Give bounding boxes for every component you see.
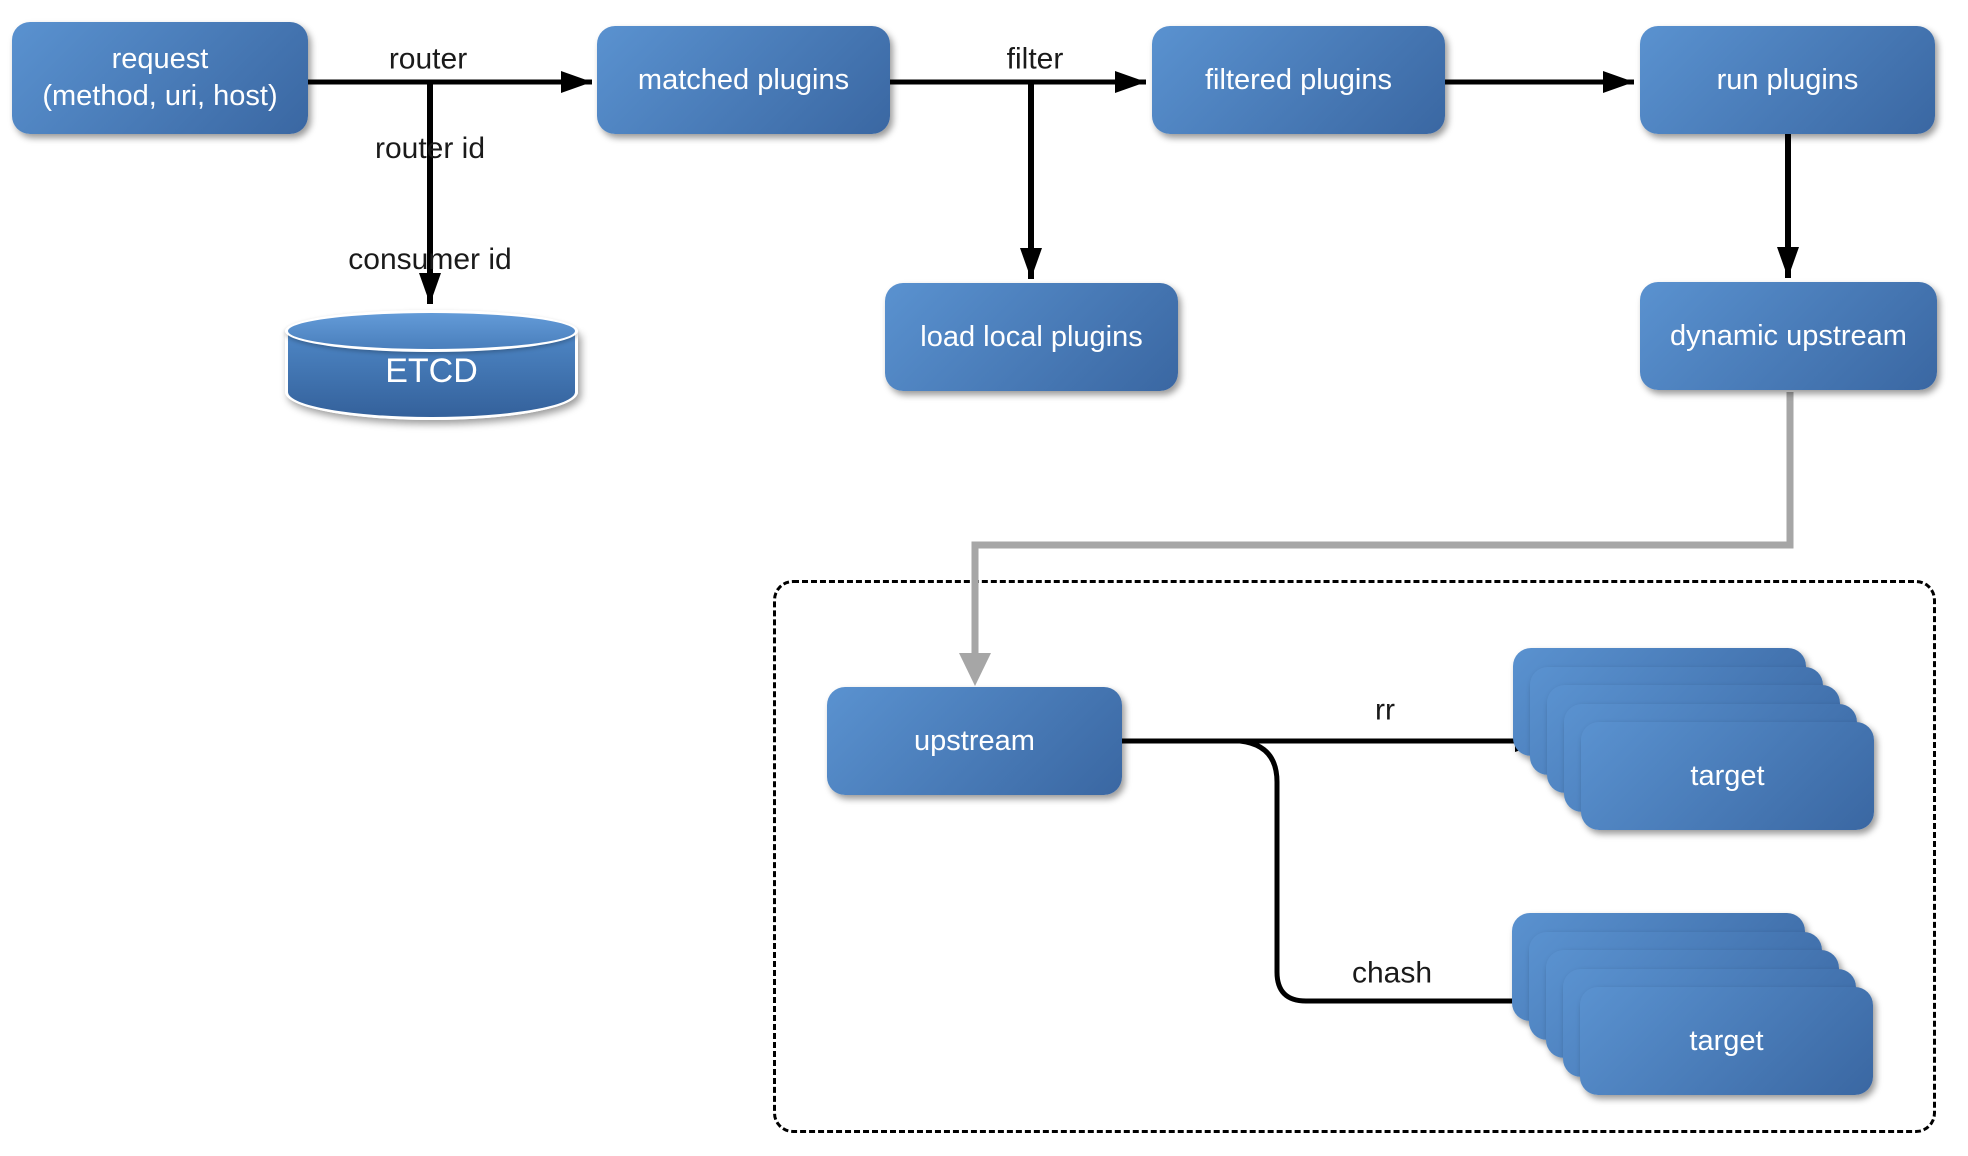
node-filtered-plugins: filtered plugins — [1152, 26, 1445, 134]
node-etcd: ETCD — [285, 310, 578, 420]
node-filtered-plugins-label: filtered plugins — [1205, 63, 1392, 96]
node-request-line1: request — [111, 43, 209, 75]
node-etcd-label: ETCD — [385, 352, 478, 390]
node-load-local-plugins-label: load local plugins — [920, 320, 1143, 353]
edge-label-chash: chash — [1351, 956, 1433, 990]
edge-label-router-id: router id consumer id — [348, 56, 511, 352]
edge-label-router: router — [388, 42, 468, 76]
target-label: target — [1689, 1024, 1764, 1057]
node-dynamic-upstream: dynamic upstream — [1640, 282, 1937, 390]
node-run-plugins: run plugins — [1640, 26, 1935, 134]
edge-label-rr: rr — [1375, 693, 1395, 727]
node-run-plugins-label: run plugins — [1716, 63, 1859, 96]
etcd-cylinder-top — [285, 310, 578, 352]
target-label: target — [1690, 759, 1765, 792]
node-upstream-label: upstream — [914, 724, 1035, 757]
node-dynamic-upstream-label: dynamic upstream — [1670, 319, 1907, 352]
node-load-local-plugins: load local plugins — [885, 283, 1178, 391]
node-upstream: upstream — [827, 687, 1122, 795]
edge-label-router-id-line1: router id — [374, 132, 486, 165]
target-stack-chash: target — [1512, 913, 1873, 1095]
target-card-front: target — [1580, 987, 1873, 1095]
edge-label-router-id-line2: consumer id — [348, 243, 512, 276]
node-request-line2: (method, uri, host) — [42, 80, 278, 112]
node-matched-plugins: matched plugins — [597, 26, 890, 134]
edge-label-filter: filter — [1006, 42, 1064, 76]
node-matched-plugins-label: matched plugins — [637, 63, 850, 96]
target-stack-rr: target — [1513, 648, 1874, 830]
target-card-front: target — [1581, 722, 1874, 830]
node-request: request (method, uri, host) — [12, 22, 308, 134]
